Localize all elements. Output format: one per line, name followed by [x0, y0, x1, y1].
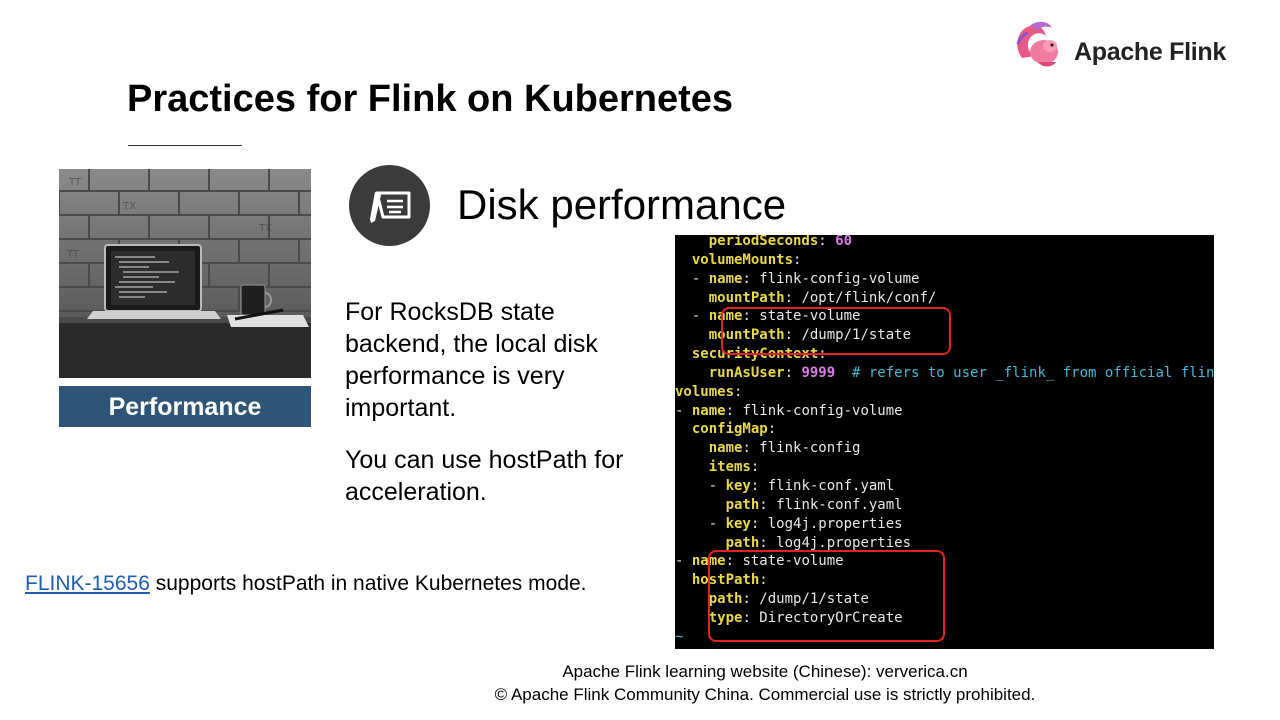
code-line: volumes:	[675, 383, 743, 400]
photo-caption: Performance	[59, 386, 311, 427]
laptop-desk-photo: TT TX TX TT	[59, 169, 311, 378]
footer-website: Apache Flink learning website (Chinese):…	[562, 662, 968, 681]
section-heading: Disk performance	[457, 181, 787, 228]
highlight-host-path-volume	[708, 550, 945, 642]
code-line: mountPath: /dump/1/state	[675, 327, 912, 344]
code-line: - key: flink-conf.yaml	[675, 477, 895, 494]
code-line: - name: state-volume	[675, 553, 844, 570]
code-line: type: DirectoryOrCreate	[675, 609, 903, 626]
code-line: runAsUser: 9999 # refers to user _flink_…	[675, 364, 1214, 381]
code-line: path: flink-conf.yaml	[675, 496, 903, 513]
svg-text:TX: TX	[258, 223, 272, 234]
code-line: ~	[675, 628, 684, 645]
code-line: - name: state-volume	[675, 308, 861, 325]
svg-text:TX: TX	[122, 201, 136, 212]
yaml-code-screenshot: periodSeconds: 60 volumeMounts: - name: …	[675, 235, 1214, 649]
code-line: - name: flink-config-volume	[675, 402, 903, 419]
footer-copyright: © Apache Flink Community China. Commerci…	[494, 685, 1036, 704]
jira-link[interactable]: FLINK-15656	[25, 572, 150, 595]
slide-title: Practices for Flink on Kubernetes	[127, 78, 734, 120]
body-paragraph-rocksdb: For RocksDB state backend, the local dis…	[345, 298, 598, 422]
title-divider	[128, 145, 242, 146]
document-pen-icon	[349, 165, 430, 246]
yaml-code-lines: periodSeconds: 60 volumeMounts: - name: …	[675, 235, 1214, 647]
code-line: - name: flink-config-volume	[675, 270, 920, 287]
jira-reference: FLINK-15656 supports hostPath in native …	[25, 572, 587, 596]
jira-description: supports hostPath in native Kubernetes m…	[149, 572, 587, 595]
body-text: For RocksDB state backend, the local dis…	[345, 296, 645, 528]
logo-wordmark: Apache Flink	[1074, 38, 1226, 66]
code-line: mountPath: /opt/flink/conf/	[675, 289, 937, 306]
code-line: - key: log4j.properties	[675, 515, 903, 532]
apache-flink-logo: Apache Flink	[1008, 18, 1238, 74]
code-line: volumeMounts:	[675, 251, 802, 268]
highlight-volume-mount	[721, 307, 951, 355]
code-line: path: log4j.properties	[675, 534, 912, 551]
code-line: path: /dump/1/state	[675, 591, 869, 608]
svg-text:TT: TT	[68, 177, 82, 188]
code-line: configMap:	[675, 421, 777, 438]
body-paragraph-hostpath: You can use hostPath for acceleration.	[345, 446, 624, 506]
code-line: items:	[675, 459, 760, 476]
flink-squirrel-logo-icon	[1016, 21, 1058, 67]
svg-text:TT: TT	[66, 249, 80, 260]
code-line: name: flink-config	[675, 440, 861, 457]
footer: Apache Flink learning website (Chinese):…	[440, 660, 1090, 706]
code-line: periodSeconds: 60	[675, 235, 853, 249]
